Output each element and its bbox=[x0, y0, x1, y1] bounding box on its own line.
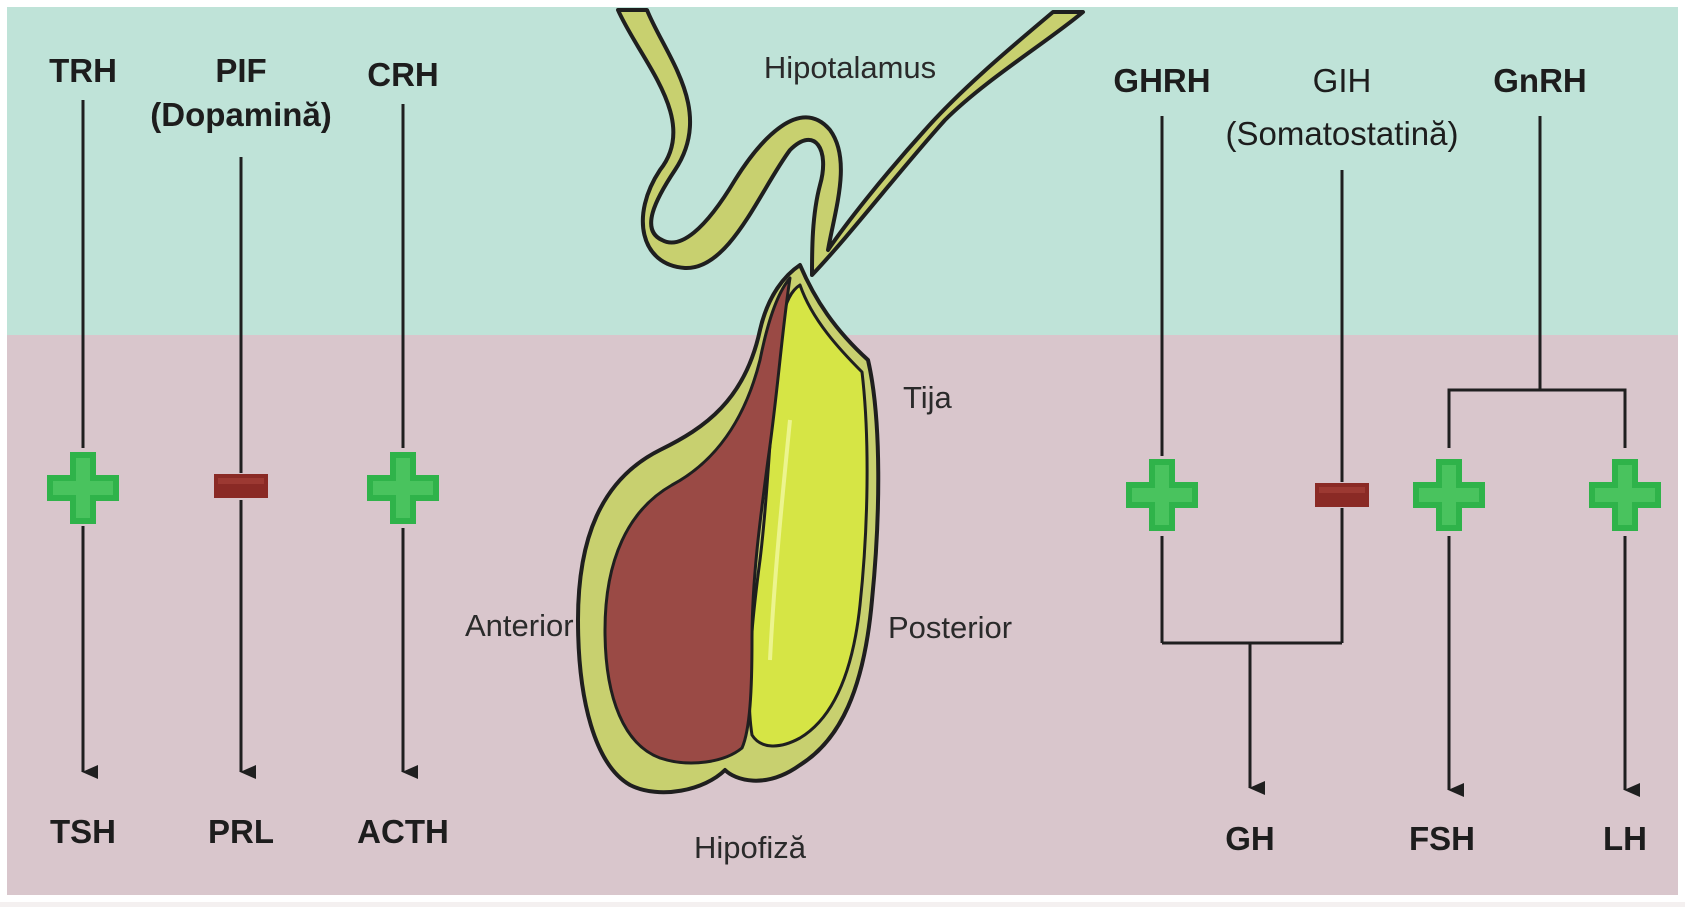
inhibition-minus-icon bbox=[214, 474, 268, 498]
stalk-label: Tija bbox=[903, 380, 953, 415]
hormone-pif-subtitle: (Dopamină) bbox=[150, 96, 332, 133]
hormone-gih-subtitle: (Somatostatină) bbox=[1226, 115, 1459, 152]
hormone-gih: GIH bbox=[1313, 62, 1372, 99]
hormone-pif: PIF bbox=[215, 52, 266, 89]
target-acth: ACTH bbox=[357, 813, 449, 850]
target-gh: GH bbox=[1225, 820, 1275, 857]
target-tsh: TSH bbox=[50, 813, 116, 850]
hormone-crh: CRH bbox=[367, 56, 439, 93]
anterior-label: Anterior bbox=[465, 608, 574, 643]
target-prl: PRL bbox=[208, 813, 274, 850]
hormone-gnrh: GnRH bbox=[1493, 62, 1587, 99]
target-fsh: FSH bbox=[1409, 820, 1475, 857]
inhibition-minus-icon bbox=[1315, 483, 1369, 507]
pituitary-label: Hipofiză bbox=[694, 830, 807, 865]
target-lh: LH bbox=[1603, 820, 1647, 857]
hypothalamus-label: Hipotalamus bbox=[764, 50, 936, 85]
hormone-trh: TRH bbox=[49, 52, 117, 89]
hormone-ghrh: GHRH bbox=[1113, 62, 1210, 99]
posterior-label: Posterior bbox=[888, 610, 1012, 645]
